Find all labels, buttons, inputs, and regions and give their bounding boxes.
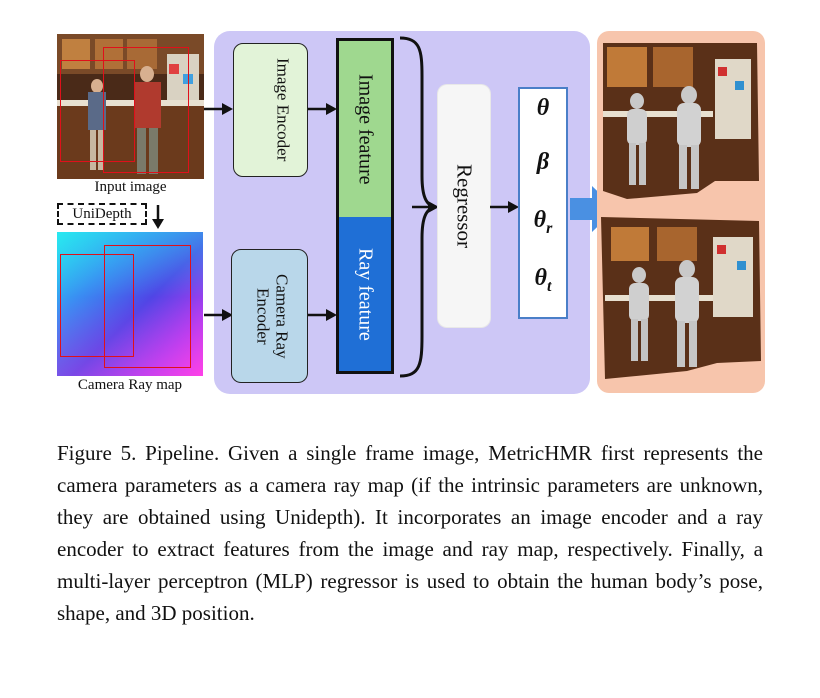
ray-map-label: Camera Ray map: [77, 377, 183, 393]
arrow-to-ray-feature-icon: [308, 309, 337, 321]
output-panel: [597, 31, 765, 393]
bbox-ray-right: [104, 245, 191, 368]
input-image-label: Input image: [94, 179, 167, 195]
arrow-to-regressor-icon: [412, 201, 439, 213]
param-beta: β: [536, 149, 550, 175]
camera-ray-encoder-box: Camera Ray Encoder: [231, 249, 308, 383]
param-theta-t: θt: [534, 265, 552, 295]
image-encoder-box: Image Encoder: [233, 43, 308, 177]
down-arrow-icon: [152, 205, 164, 229]
render-bottom: [601, 217, 761, 379]
arrow-to-ray-encoder-icon: [204, 309, 233, 321]
camera-ray-map: [57, 232, 203, 376]
render-top: [603, 43, 759, 199]
image-feature-label: Image feature: [354, 73, 377, 185]
image-encoder-label: Image Encoder: [273, 58, 293, 162]
param-theta: θ: [536, 95, 550, 121]
arrow-to-image-encoder-icon: [204, 103, 233, 115]
image-feature-block: Image feature: [339, 41, 391, 217]
kitchen-photo: [57, 34, 204, 179]
reconstruction-renders: [601, 43, 761, 379]
arrow-to-image-feature-icon: [308, 103, 337, 115]
arrow-to-params-icon: [490, 201, 519, 213]
ray-feature-block: Ray feature: [339, 217, 391, 371]
figure-caption: Figure 5. Pipeline. Given a single frame…: [57, 441, 763, 625]
feature-stack: Image feature Ray feature: [336, 38, 394, 374]
bbox-person-right: [103, 47, 189, 173]
unidepth-box: UniDepth: [57, 203, 147, 225]
regressor-box: Regressor: [438, 85, 490, 327]
output-params-box: θ β θr θt: [518, 87, 568, 319]
regressor-label: Regressor: [452, 164, 477, 248]
bbox-person-left: [60, 60, 135, 162]
ray-feature-label: Ray feature: [354, 247, 377, 341]
input-image: [57, 34, 204, 179]
bbox-ray-left: [60, 254, 134, 357]
param-theta-r: θr: [533, 207, 553, 237]
camera-ray-encoder-label: Camera Ray Encoder: [253, 273, 292, 359]
